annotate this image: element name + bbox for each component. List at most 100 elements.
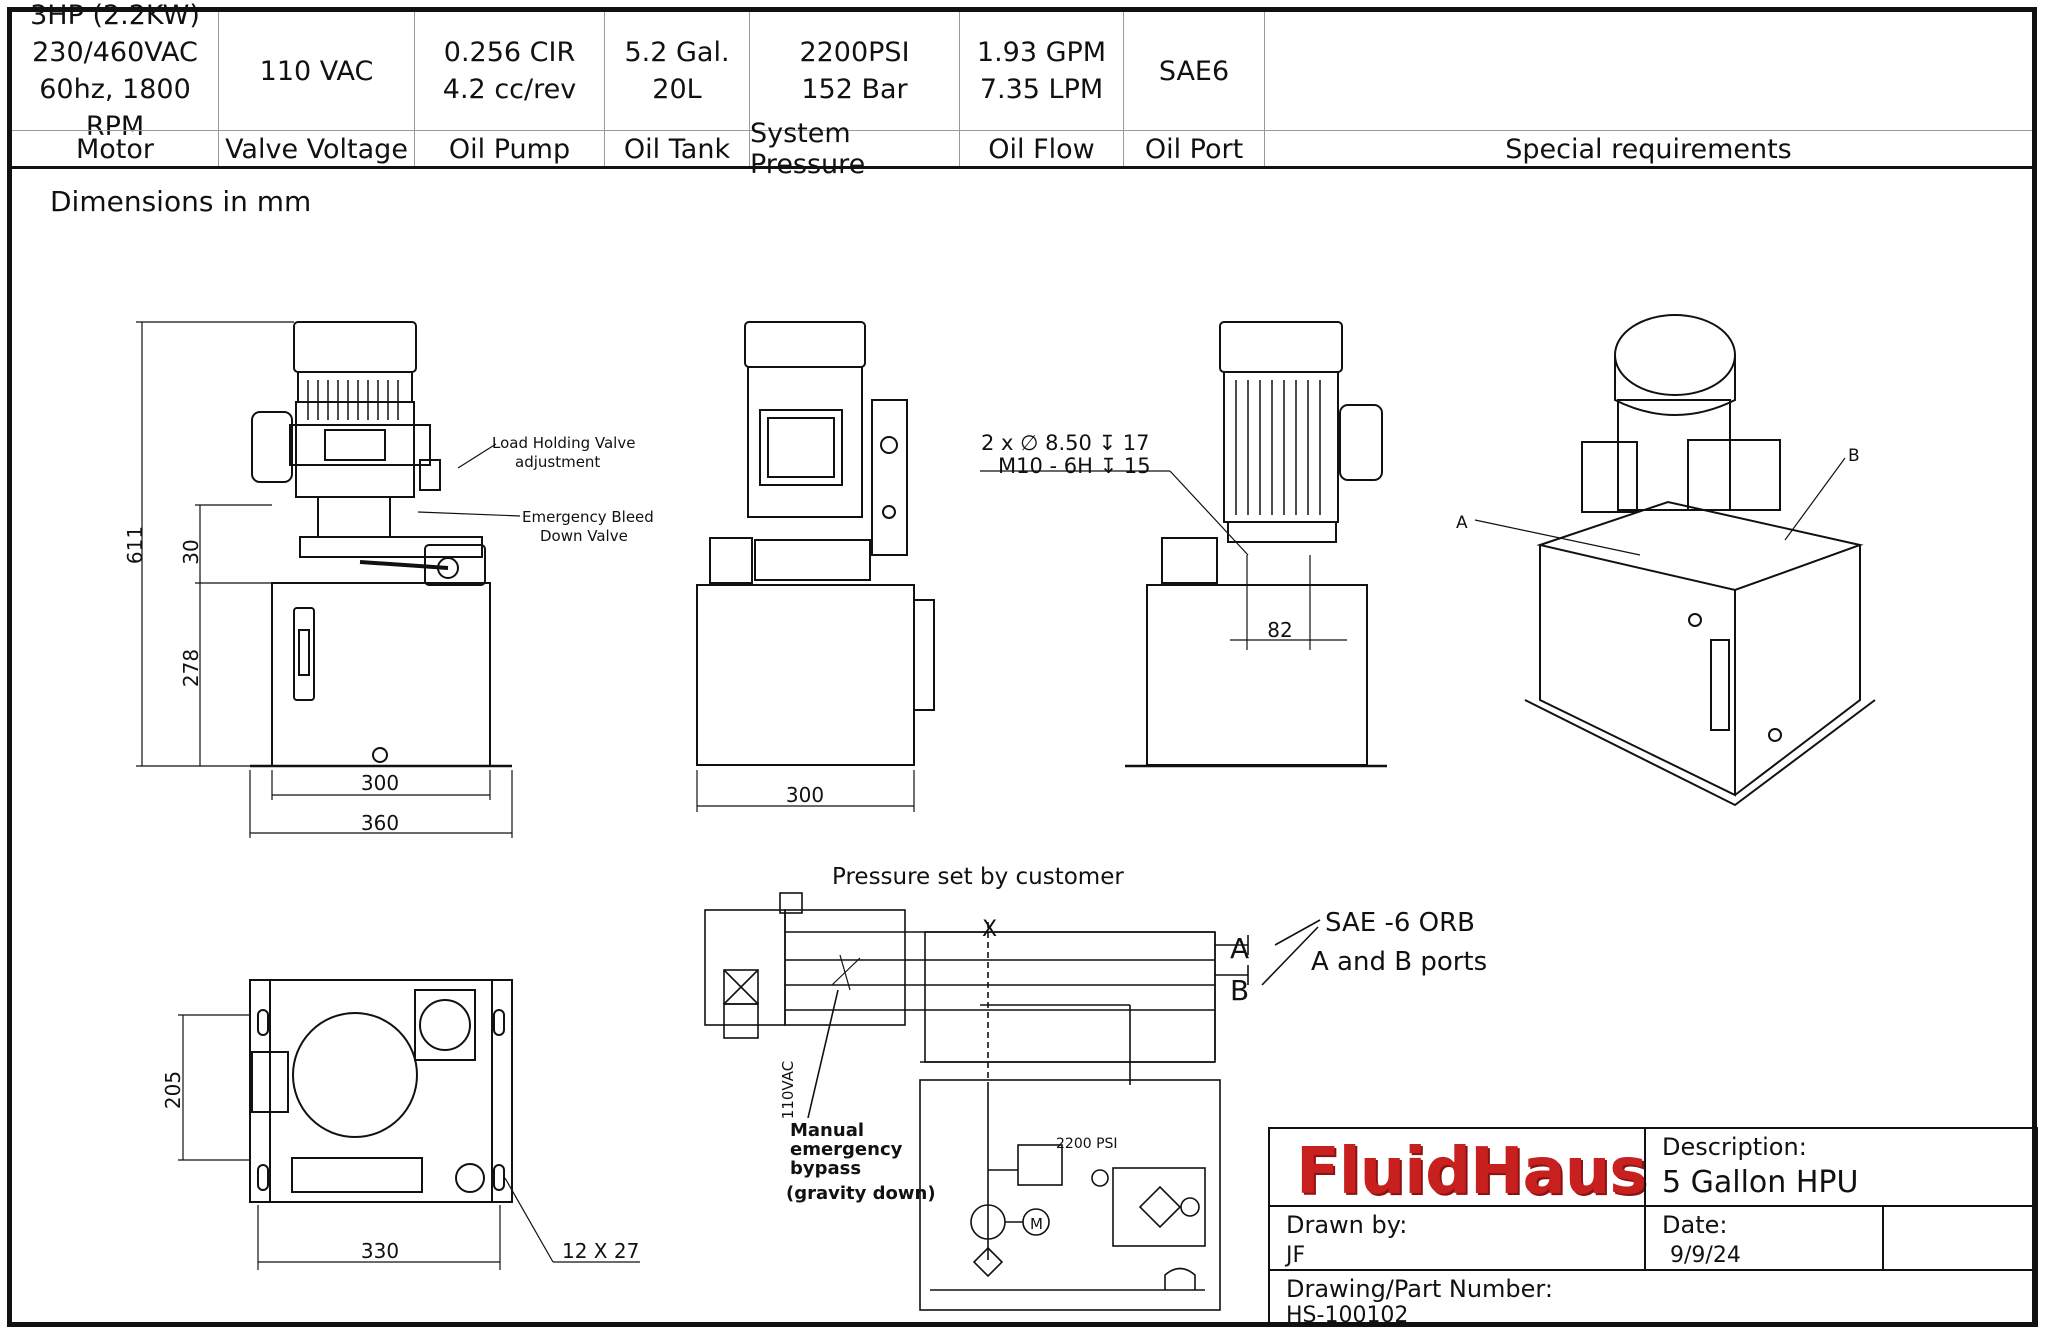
top-view: 205 330 12 X 27 <box>161 979 640 1270</box>
bypass-3: bypass <box>790 1158 861 1179</box>
relief-setting: 2200 PSI <box>1056 1136 1118 1152</box>
drawn-by-value: JF <box>1286 1243 1306 1268</box>
drain-plug <box>372 747 388 763</box>
spec-label: Motor <box>12 130 218 167</box>
dim-300-front: 300 <box>361 771 399 795</box>
dim-300-side: 300 <box>786 783 824 807</box>
motor-top-band <box>297 371 413 403</box>
filler-cap <box>709 537 753 584</box>
description-label: Description: <box>1662 1133 1807 1161</box>
side-view: 300 <box>696 321 935 812</box>
motor-fan-cover <box>1614 314 1736 396</box>
spec-value-line: 2200PSI <box>799 37 910 68</box>
ports-note-1: SAE -6 ORB <box>1325 908 1475 938</box>
dimensions-note: Dimensions in mm <box>50 185 312 218</box>
spec-label: Valve Voltage <box>219 130 414 167</box>
bypass-2: emergency <box>790 1139 903 1160</box>
spec-special-requirements: Special requirements <box>1265 12 2032 166</box>
spec-oil-port: SAE6 Oil Port <box>1124 12 1265 166</box>
date-cell: Date: 9/9/24 <box>1644 1205 1884 1271</box>
date-label: Date: <box>1662 1211 1728 1239</box>
motor-fan-cover <box>1219 321 1343 373</box>
relief-adjust <box>779 892 803 914</box>
check-valve <box>1180 1197 1200 1217</box>
tank-top <box>1536 500 1864 592</box>
hole-spec-2: M10 - 6H ↧ 15 <box>998 454 1151 478</box>
spec-value-line: 60hz, 1800 RPM <box>39 74 191 142</box>
spec-value-line: 0.256 CIR <box>443 37 576 68</box>
iso-base-plate <box>1524 699 1876 807</box>
cross-mark: X <box>982 917 997 942</box>
drawn-by-label: Drawn by: <box>1286 1211 1408 1239</box>
filler-cap-top <box>414 989 476 1061</box>
solenoid-valve <box>324 429 386 461</box>
slot-spec: 12 X 27 <box>562 1239 639 1263</box>
motor-fan-cover <box>744 321 866 368</box>
junction-box <box>251 411 293 483</box>
front-dimensions <box>136 321 521 838</box>
return-filter <box>1138 1185 1182 1229</box>
pump-mount-plate <box>754 539 871 581</box>
motor-top-circle <box>292 1012 418 1138</box>
motor-body <box>1617 399 1731 511</box>
bypass-1: Manual <box>790 1120 864 1141</box>
manifold-envelope <box>784 909 906 1026</box>
iso-port-a-label: A <box>1456 513 1468 533</box>
spec-value-line: 1.93 GPM <box>976 37 1107 68</box>
schematic-port-b: B <box>1230 974 1249 1007</box>
spec-valve-voltage: 110 VAC Valve Voltage <box>219 12 415 166</box>
oil-tank <box>696 584 915 766</box>
motor-body <box>295 401 415 498</box>
iso-fill-port <box>1688 613 1702 627</box>
iso-port-b-label: B <box>1848 446 1860 466</box>
junction-box <box>251 1051 289 1113</box>
spec-value-line: 152 Bar <box>801 74 908 105</box>
spec-value-line: 230/460VAC <box>32 37 198 68</box>
sight-gauge <box>293 607 315 701</box>
hydraulic-schematic: Pressure set by customer A B SAE -6 ORB … <box>704 864 1487 1311</box>
dim-611: 611 <box>123 526 147 564</box>
pump-mount-plate <box>299 536 483 558</box>
callout-bleed-1: Emergency Bleed <box>522 508 654 526</box>
terminal-box-cover <box>767 417 835 478</box>
callout-load-holding-1: Load Holding Valve <box>492 434 635 452</box>
bleed-valve-lever <box>359 560 449 570</box>
terminal-box <box>1581 441 1638 513</box>
spec-value-line: 4.2 cc/rev <box>442 74 577 105</box>
tank-right-face <box>1734 545 1861 796</box>
ports-note-2: A and B ports <box>1311 947 1487 977</box>
dim-278: 278 <box>179 649 203 687</box>
valve-stack <box>871 399 908 556</box>
part-number-value: HS-100102 <box>1286 1303 1409 1328</box>
top-base-plate <box>249 979 513 1203</box>
oil-tank <box>1146 584 1368 766</box>
spec-value-line: 5.2 Gal. <box>624 37 730 68</box>
description-cell: Description: 5 Gallon HPU <box>1644 1127 2038 1207</box>
blank-cell <box>1882 1205 2038 1271</box>
top-dimensions <box>178 1014 640 1270</box>
spec-system-pressure: 2200PSI 152 Bar System Pressure <box>750 12 960 180</box>
motor-symbol-label: M <box>1030 1215 1043 1233</box>
spec-oil-flow: 1.93 GPM 7.35 LPM Oil Flow <box>960 12 1124 166</box>
date-value: 9/9/24 <box>1670 1243 1741 1268</box>
iso-drain <box>1768 728 1782 742</box>
isometric-view: A B <box>1456 314 1876 807</box>
dim-330: 330 <box>361 1239 399 1263</box>
description-value: 5 Gallon HPU <box>1662 1165 1859 1200</box>
sight-gauge-window <box>298 629 310 676</box>
spec-motor: 3HP (2.2KW) 230/460VAC 60hz, 1800 RPM Mo… <box>12 0 219 167</box>
filler-cap <box>1161 537 1218 584</box>
leader-port-a <box>1474 519 1641 556</box>
spec-oil-pump: 0.256 CIR 4.2 cc/rev Oil Pump <box>415 12 605 166</box>
tank-left-face <box>1539 545 1736 797</box>
junction-box <box>1339 404 1383 481</box>
logo-cell: FluidHaus <box>1268 1127 1647 1209</box>
pressure-gauge <box>1091 1169 1109 1187</box>
spec-label: Oil Pump <box>415 130 604 167</box>
filler-cap-circle <box>419 999 471 1051</box>
dim-360: 360 <box>361 811 399 835</box>
drawn-by-cell: Drawn by: JF <box>1268 1205 1646 1271</box>
side-dimensions <box>696 770 915 812</box>
fluidhaus-logo: FluidHaus <box>1296 1135 1647 1209</box>
